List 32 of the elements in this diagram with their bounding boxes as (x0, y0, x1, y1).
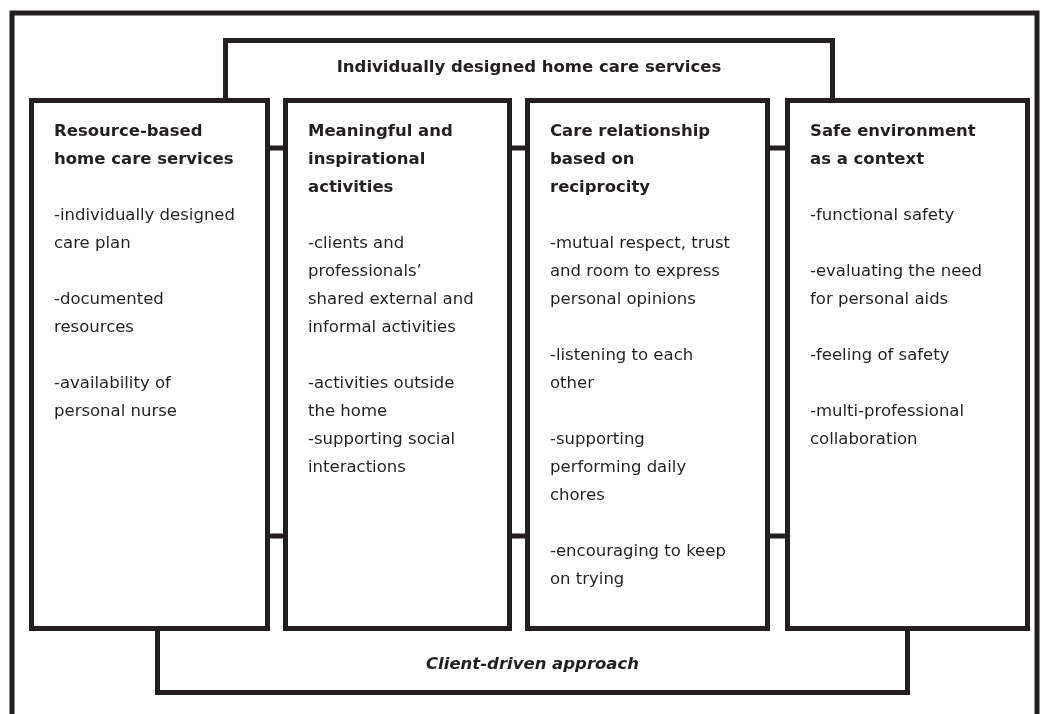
column-box (29, 98, 270, 631)
list-item: -multi-professional collaboration (810, 400, 966, 450)
list-item: -mutual respect, trust and room to express personal opinions (550, 232, 731, 310)
column-heading: Care relationship based on reciprocity (550, 120, 712, 198)
list-item: -evaluating the need for personal aids (810, 260, 983, 310)
connector-line (512, 145, 525, 151)
band-box (155, 631, 910, 695)
column-heading: Meaningful and inspirational activities (308, 120, 454, 198)
connector-line (270, 145, 283, 151)
band-title: Individually designed home care services (336, 56, 722, 78)
column-box (525, 98, 770, 631)
band-box (223, 38, 835, 100)
column-box (283, 98, 512, 631)
list-item: -activities outside the home (308, 372, 456, 422)
list-item: -encouraging to keep on trying (550, 540, 727, 590)
column-heading: Safe environment as a context (810, 120, 977, 170)
connector-line (270, 533, 283, 539)
connector-line (512, 533, 525, 539)
list-item: -supporting performing daily chores (550, 428, 688, 506)
list-item: -feeling of safety (810, 344, 951, 366)
list-item: -individually designed care plan (54, 204, 236, 254)
list-item: -supporting social interactions (308, 428, 457, 478)
list-item: -clients and professionals’ shared external and informal activities (308, 232, 475, 338)
connector-line (770, 145, 785, 151)
band-title: Client-driven approach (426, 653, 639, 675)
column-box (785, 98, 1030, 631)
list-item: -functional safety (810, 204, 956, 226)
column-heading: Resource-based home care services (54, 120, 235, 170)
connector-line (770, 533, 785, 539)
list-item: -availability of personal nurse (54, 372, 178, 422)
list-item: -documented resources (54, 288, 165, 338)
list-item: -listening to each other (550, 344, 695, 394)
